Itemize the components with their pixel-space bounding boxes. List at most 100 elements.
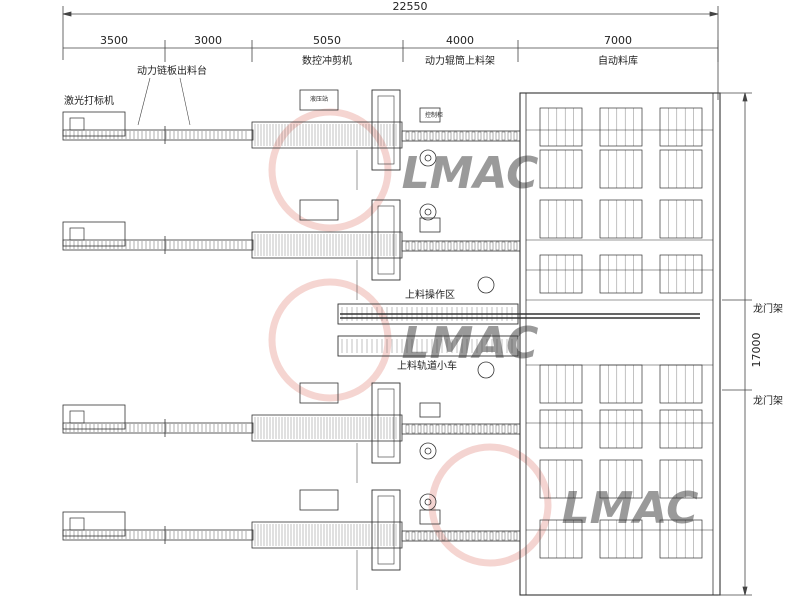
- roller: [501, 531, 506, 541]
- roller: [441, 424, 446, 434]
- roller: [411, 241, 416, 251]
- roller: [489, 241, 494, 251]
- chain-table: [62, 422, 254, 434]
- laser-head: [69, 517, 85, 531]
- roller: [405, 531, 410, 541]
- laser-head: [69, 117, 85, 131]
- roller: [423, 531, 428, 541]
- storage-bin: [659, 107, 703, 147]
- roller: [513, 531, 518, 541]
- storage-bin: [539, 409, 583, 449]
- hydraulic-station-box: [299, 382, 339, 404]
- roller: [507, 131, 512, 141]
- operator-head: [424, 208, 432, 216]
- roller: [435, 531, 440, 541]
- roller: [417, 424, 422, 434]
- total-length-label: 22550: [393, 0, 428, 13]
- roller: [429, 424, 434, 434]
- segment-1-dim: 3500: [100, 34, 128, 47]
- storage-bin: [599, 199, 643, 239]
- production-lines: [62, 89, 521, 590]
- roller: [477, 424, 482, 434]
- shear-frame: [371, 382, 401, 464]
- storage-bin: [599, 364, 643, 404]
- shear-frame: [371, 199, 401, 281]
- operator-icon: [419, 493, 437, 511]
- storage-bin: [659, 364, 703, 404]
- operator-icon: [419, 203, 437, 221]
- cart-body: [337, 303, 519, 325]
- track-cart: [337, 335, 519, 357]
- roller: [435, 424, 440, 434]
- roller: [489, 531, 494, 541]
- roller: [471, 531, 476, 541]
- shear-die: [377, 495, 395, 565]
- production-line: [62, 382, 521, 483]
- height-dim-label: 17000: [750, 333, 763, 368]
- storage-bin: [539, 149, 583, 189]
- roller: [477, 531, 482, 541]
- roller: [459, 531, 464, 541]
- roller: [423, 424, 428, 434]
- control-cabinet-label: 控制柜: [425, 111, 443, 119]
- roller: [483, 131, 488, 141]
- watermark-logo: LMAC: [268, 108, 538, 232]
- loading-area: [337, 276, 700, 379]
- roller: [465, 531, 470, 541]
- roller: [405, 131, 410, 141]
- roller: [465, 241, 470, 251]
- hydraulic-station-box: [299, 89, 339, 111]
- roller-rack-label: 动力辊筒上料架: [425, 54, 495, 67]
- roller: [477, 241, 482, 251]
- storage-bin: [659, 409, 703, 449]
- roller-feeder: [401, 423, 521, 435]
- storage-bin: [599, 459, 643, 499]
- control-cabinet-box: [419, 107, 441, 123]
- roller: [447, 131, 452, 141]
- roller: [507, 424, 512, 434]
- watermark-text: LMAC: [402, 318, 539, 369]
- hydraulic-station-box: [299, 489, 339, 511]
- shear-die: [377, 205, 395, 275]
- watermark-ring: [428, 443, 552, 567]
- roller: [441, 241, 446, 251]
- segment-5-dim: 7000: [604, 34, 632, 47]
- roller-feeder: [401, 130, 521, 142]
- segment-dimensions: [63, 40, 719, 62]
- roller: [465, 131, 470, 141]
- watermark-layer: LMAC LMAC LMAC: [268, 108, 699, 567]
- laser-head: [69, 227, 85, 241]
- roller: [435, 241, 440, 251]
- roller: [423, 241, 428, 251]
- roller: [411, 424, 416, 434]
- storage-bin: [599, 519, 643, 559]
- roller: [513, 424, 518, 434]
- roller: [513, 241, 518, 251]
- shear-die: [377, 388, 395, 458]
- storage-bin: [539, 107, 583, 147]
- roller: [441, 131, 446, 141]
- roller: [453, 241, 458, 251]
- roller: [507, 241, 512, 251]
- watermark-text: LMAC: [562, 483, 699, 534]
- roller: [411, 531, 416, 541]
- storage-bin: [599, 409, 643, 449]
- roller: [501, 241, 506, 251]
- roller: [483, 531, 488, 541]
- roller: [501, 424, 506, 434]
- storage-bin: [539, 364, 583, 404]
- height-dimension: [718, 92, 752, 596]
- storage-bin: [599, 254, 643, 294]
- operator-head: [424, 498, 432, 506]
- segment-4-dim: 4000: [446, 34, 474, 47]
- storage-bin: [659, 199, 703, 239]
- roller: [453, 531, 458, 541]
- production-line: [62, 89, 521, 190]
- roller: [459, 424, 464, 434]
- operator-head: [424, 154, 432, 162]
- laser-marker-label: 激光打标机: [64, 94, 114, 107]
- roller: [495, 424, 500, 434]
- storage-bin: [539, 254, 583, 294]
